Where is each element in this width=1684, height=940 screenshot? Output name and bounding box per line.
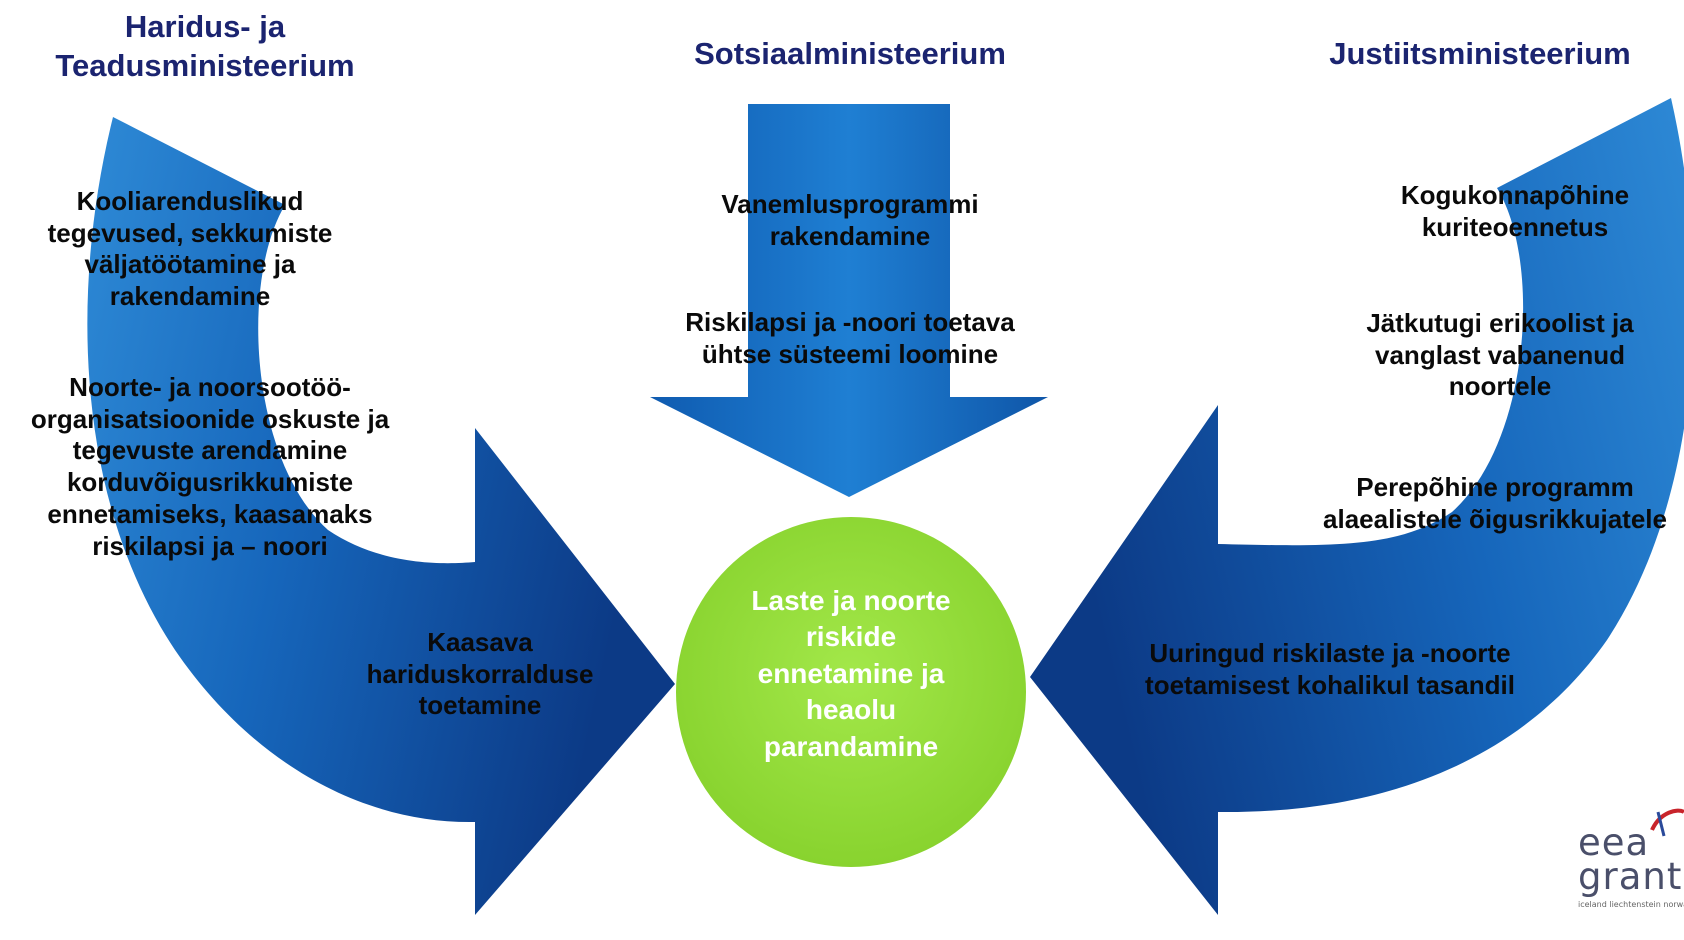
left-item-3: Kaasava hariduskorralduse toetamine	[366, 627, 594, 721]
center-down-arrow	[650, 104, 1048, 497]
center-item-2: Riskilapsi ja -noori toetava ühtse süste…	[685, 307, 1015, 369]
right-item-1: Kogukonnapõhine kuriteoennetus	[1400, 180, 1630, 242]
left-item-2: Noorte- ja noorsootöö-organisatsioonide …	[30, 372, 390, 561]
header-right: Justiitsministeerium	[1329, 36, 1631, 71]
right-item-3: Perepõhine programm alaealistele õigusri…	[1323, 472, 1667, 534]
left-item-1: Kooliarenduslikud tegevused, sekkumiste …	[47, 186, 333, 312]
eea-grants-logo-mark	[1650, 808, 1684, 837]
logo-word-grants: grants	[1578, 855, 1684, 898]
logo-word-eea: eea	[1578, 821, 1650, 864]
right-item-2: Jätkutugi erikoolist ja vanglast vabanen…	[1366, 308, 1634, 402]
goal-circle	[676, 517, 1026, 867]
right-curved-arrow	[1030, 98, 1684, 915]
header-center: Sotsiaalministeerium	[694, 36, 1006, 71]
header-left: Haridus- ja Teadusministeerium	[55, 9, 355, 83]
right-item-4: Uuringud riskilaste ja -noorte toetamise…	[1145, 638, 1515, 700]
logo-tagline: iceland liechtenstein norway	[1578, 900, 1684, 909]
center-item-1: Vanemlusprogrammi rakendamine	[721, 189, 979, 251]
left-curved-arrow	[87, 117, 675, 915]
goal-text: Laste ja noorte riskide ennetamine ja he…	[751, 585, 951, 762]
